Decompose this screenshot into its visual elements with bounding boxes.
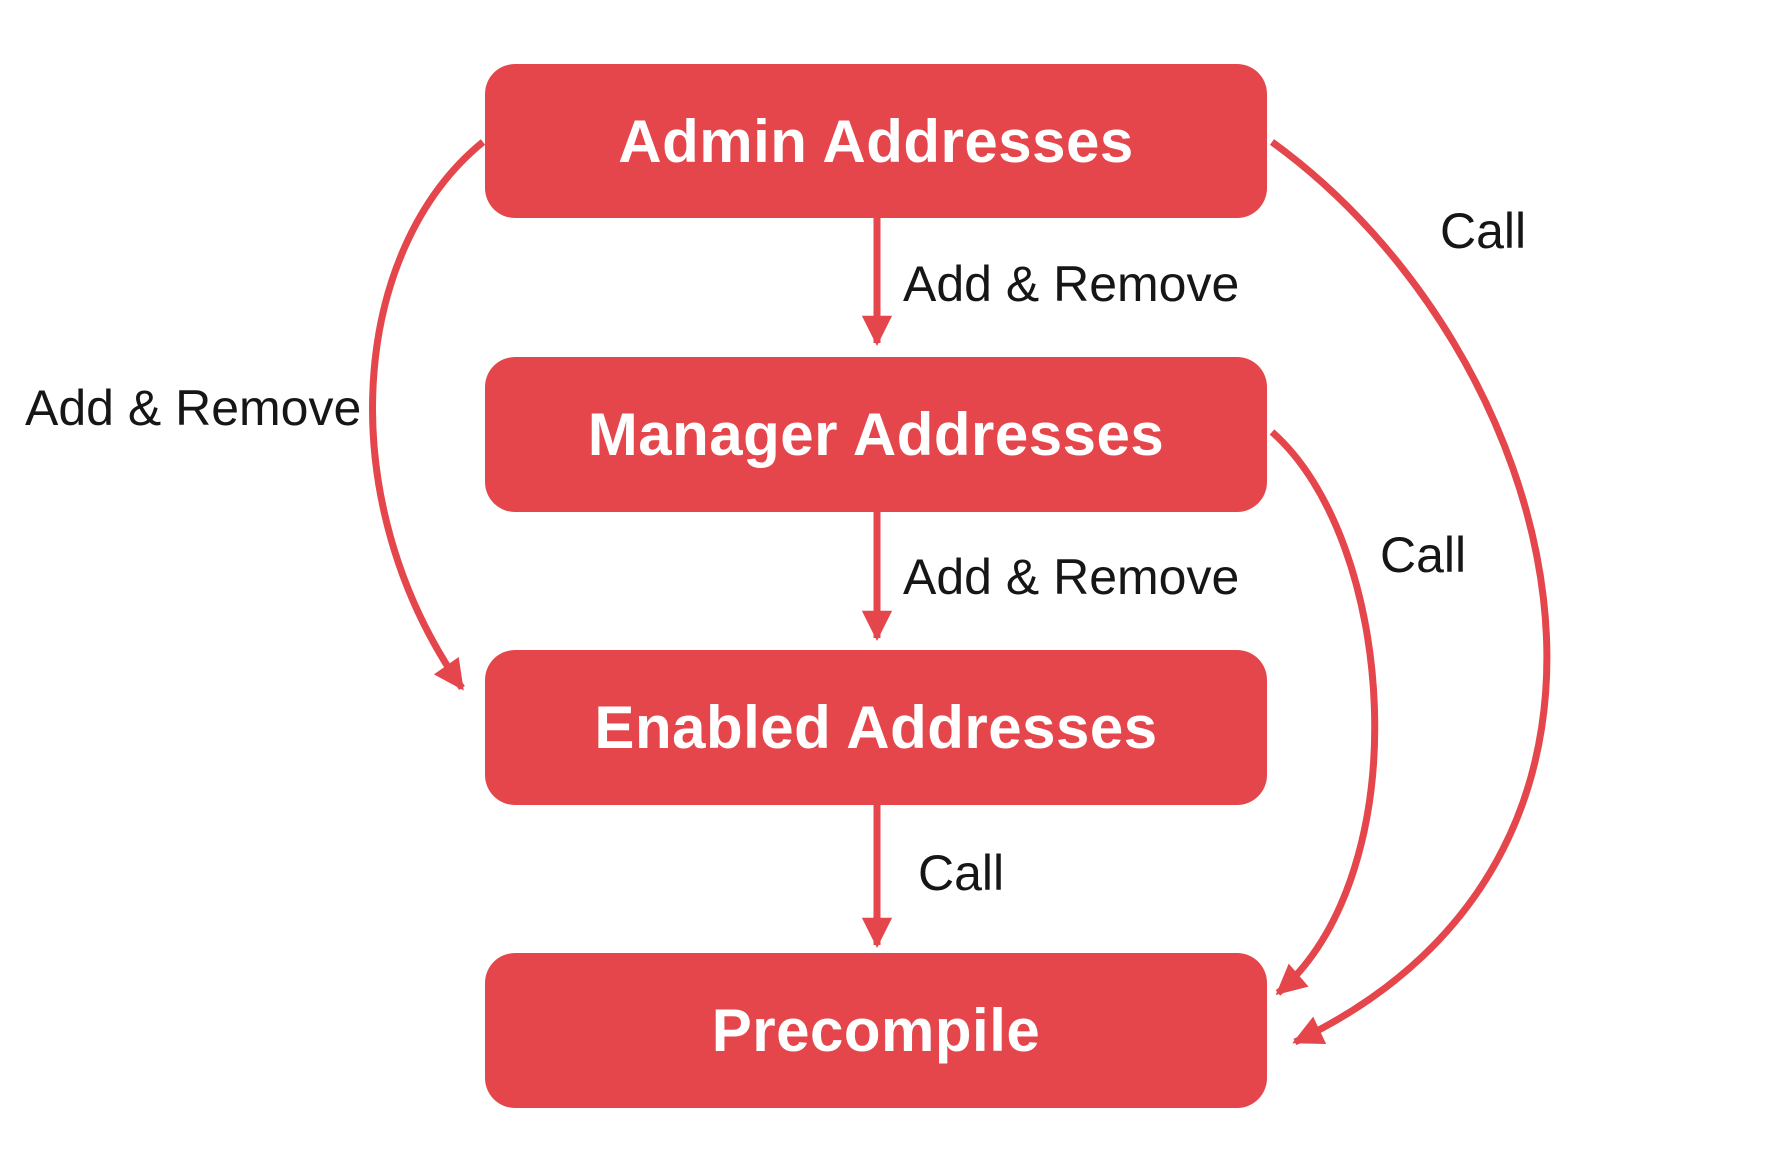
edge-label-admin-to-manager: Add & Remove bbox=[903, 256, 1240, 312]
edge-admin-to-enabled-curve-arrow bbox=[369, 139, 486, 691]
node-precompile: Precompile bbox=[485, 953, 1267, 1108]
edge-label-admin-to-precompile: Call bbox=[1440, 203, 1527, 259]
edge-label-manager-to-precompile: Call bbox=[1380, 527, 1467, 583]
node-admin-addresses: Admin Addresses bbox=[485, 64, 1267, 218]
edge-label-manager-to-enabled: Add & Remove bbox=[903, 549, 1240, 605]
node-precompile-label: Precompile bbox=[711, 997, 1041, 1064]
edge-label-admin-to-enabled: Add & Remove bbox=[25, 380, 362, 436]
edge-manager-to-precompile-curve-arrow bbox=[1269, 429, 1379, 996]
node-admin-addresses-label: Admin Addresses bbox=[618, 107, 1134, 175]
node-enabled-addresses-label: Enabled Addresses bbox=[594, 694, 1158, 761]
edge-admin-to-precompile-curve-arrow bbox=[1269, 139, 1551, 1046]
edge-label-enabled-to-precompile: Call bbox=[918, 845, 1005, 901]
node-manager-addresses-label: Manager Addresses bbox=[587, 401, 1165, 468]
node-enabled-addresses: Enabled Addresses bbox=[485, 650, 1267, 805]
node-manager-addresses: Manager Addresses bbox=[485, 357, 1267, 512]
